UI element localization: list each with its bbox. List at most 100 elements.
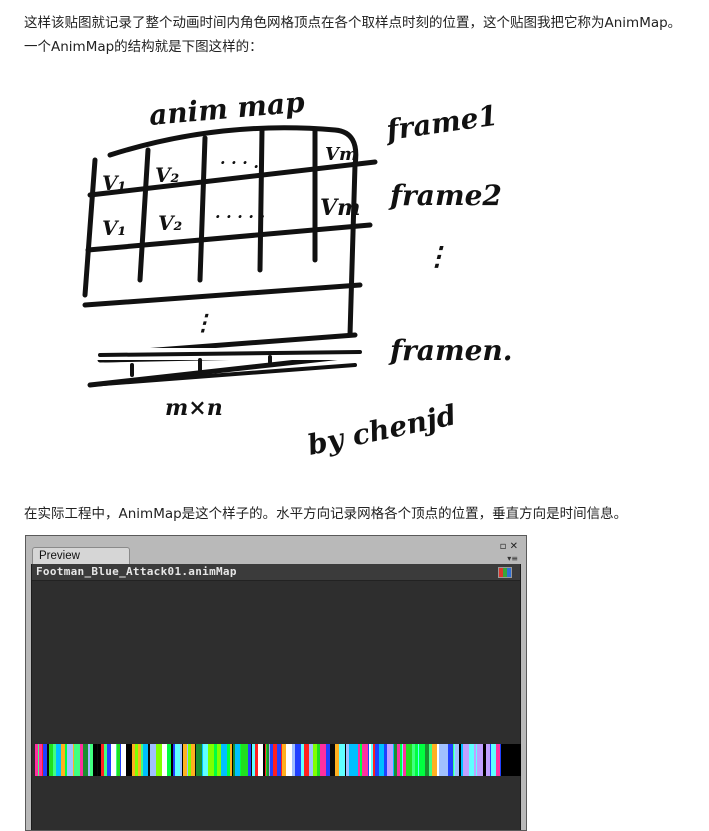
- texture-stripe: [202, 744, 203, 776]
- texture-stripe: [232, 744, 233, 776]
- texture-stripe: [309, 744, 313, 776]
- texture-stripe: [47, 744, 49, 776]
- sketch-row-line: [82, 282, 363, 308]
- texture-stripe: [345, 744, 346, 776]
- sketch-title: anim map: [148, 85, 307, 131]
- texture-stripe: [235, 744, 240, 776]
- texture-stripe: [217, 744, 221, 776]
- texture-stripe: [369, 744, 371, 776]
- texture-stripe: [277, 744, 281, 776]
- texture-stripe: [196, 744, 202, 776]
- sketch-col-line: [197, 135, 208, 283]
- texture-stripe: [73, 744, 74, 776]
- texture-stripe: [403, 744, 406, 776]
- preview-window: Preview ▫ ✕ ▾≡ Footman_Blue_Attack01.ani…: [25, 535, 527, 831]
- texture-stripe: [476, 744, 477, 776]
- texture-stripe: [266, 744, 267, 776]
- texture-stripe: [282, 744, 286, 776]
- texture-stripe: [216, 744, 217, 776]
- texture-stripe: [107, 744, 111, 776]
- texture-stripe: [80, 744, 83, 776]
- texture-stripe: [397, 744, 400, 776]
- window-controls[interactable]: ▫ ✕: [499, 541, 518, 552]
- texture-stripe: [263, 744, 265, 776]
- texture-stripe: [461, 744, 463, 776]
- texture-stripe: [39, 744, 42, 776]
- texture-stripe: [187, 744, 188, 776]
- color-channel-icon[interactable]: [498, 567, 512, 578]
- texture-stripe: [212, 744, 214, 776]
- frame-label: framen.: [388, 334, 513, 367]
- texture-stripe: [301, 744, 304, 776]
- texture-stripe: [295, 744, 301, 776]
- texture-stripe: [339, 744, 345, 776]
- texture-stripe: [188, 744, 191, 776]
- sketch-outer-border: [107, 125, 359, 338]
- texture-stripe: [463, 744, 469, 776]
- animmap-texture: [35, 744, 521, 776]
- texture-stripe: [120, 744, 121, 776]
- sketch-cell: V₂: [158, 211, 183, 235]
- texture-stripe: [138, 744, 141, 776]
- sketch-cell: · · · .: [220, 153, 259, 172]
- texture-stripe: [454, 744, 455, 776]
- texture-stripe: [191, 744, 195, 776]
- texture-stripe: [43, 744, 47, 776]
- texture-stripe: [387, 744, 393, 776]
- texture-stripe: [102, 744, 104, 776]
- texture-stripe: [227, 744, 230, 776]
- animmap-sketch: anim map V₁ V₂ · · · . Vm V₁ V₂ · · · · …: [70, 85, 513, 462]
- texture-stripe: [353, 744, 358, 776]
- texture-stripe: [49, 744, 53, 776]
- texture-stripe: [255, 744, 258, 776]
- sketch-cell: Vm: [320, 195, 360, 221]
- texture-stripe: [326, 744, 330, 776]
- texture-stripe: [402, 744, 403, 776]
- texture-stripe: [88, 744, 90, 776]
- texture-stripe: [233, 744, 235, 776]
- asset-header: Footman_Blue_Attack01.animMap: [32, 564, 520, 581]
- texture-stripe: [269, 744, 270, 776]
- texture-stripe: [126, 744, 132, 776]
- texture-stripe: [258, 744, 263, 776]
- sketch-row-line: [87, 159, 378, 198]
- intro-line-2: 一个AnimMap的结构就是下图这样的：: [24, 39, 263, 55]
- texture-stripe: [429, 744, 432, 776]
- texture-stripe: [97, 744, 98, 776]
- texture-stripe: [111, 744, 116, 776]
- texture-stripe: [394, 744, 397, 776]
- menu-icon[interactable]: ▾≡: [507, 554, 518, 563]
- texture-stripe: [141, 744, 143, 776]
- sketch-signature: by chenjd: [305, 398, 459, 462]
- texture-stripe: [313, 744, 317, 776]
- texture-stripe: [35, 744, 38, 776]
- texture-stripe: [486, 744, 490, 776]
- texture-stripe: [419, 744, 425, 776]
- texture-stripe: [101, 744, 102, 776]
- texture-stripe: [265, 744, 266, 776]
- texture-stripe: [241, 744, 245, 776]
- sketch-cell: V₁: [102, 216, 126, 240]
- texture-stripe: [281, 744, 282, 776]
- texture-stripe: [459, 744, 461, 776]
- texture-stripe: [173, 744, 175, 776]
- texture-stripe: [379, 744, 384, 776]
- texture-stripe: [183, 744, 187, 776]
- texture-stripe: [251, 744, 252, 776]
- texture-stripe: [117, 744, 120, 776]
- texture-stripe: [415, 744, 418, 776]
- texture-stripe: [371, 744, 373, 776]
- texture-stripe: [195, 744, 196, 776]
- tab-preview[interactable]: Preview: [32, 547, 130, 564]
- texture-stripe: [93, 744, 97, 776]
- texture-stripe: [56, 744, 61, 776]
- preview-pane: Footman_Blue_Attack01.animMap: [31, 564, 521, 830]
- texture-stripe: [448, 744, 453, 776]
- texture-stripe: [317, 744, 320, 776]
- texture-stripe: [270, 744, 273, 776]
- texture-stripe: [121, 744, 126, 776]
- texture-stripe: [375, 744, 379, 776]
- texture-stripe: [304, 744, 309, 776]
- texture-stripe: [362, 744, 368, 776]
- sketch-cell: Vm: [325, 144, 358, 165]
